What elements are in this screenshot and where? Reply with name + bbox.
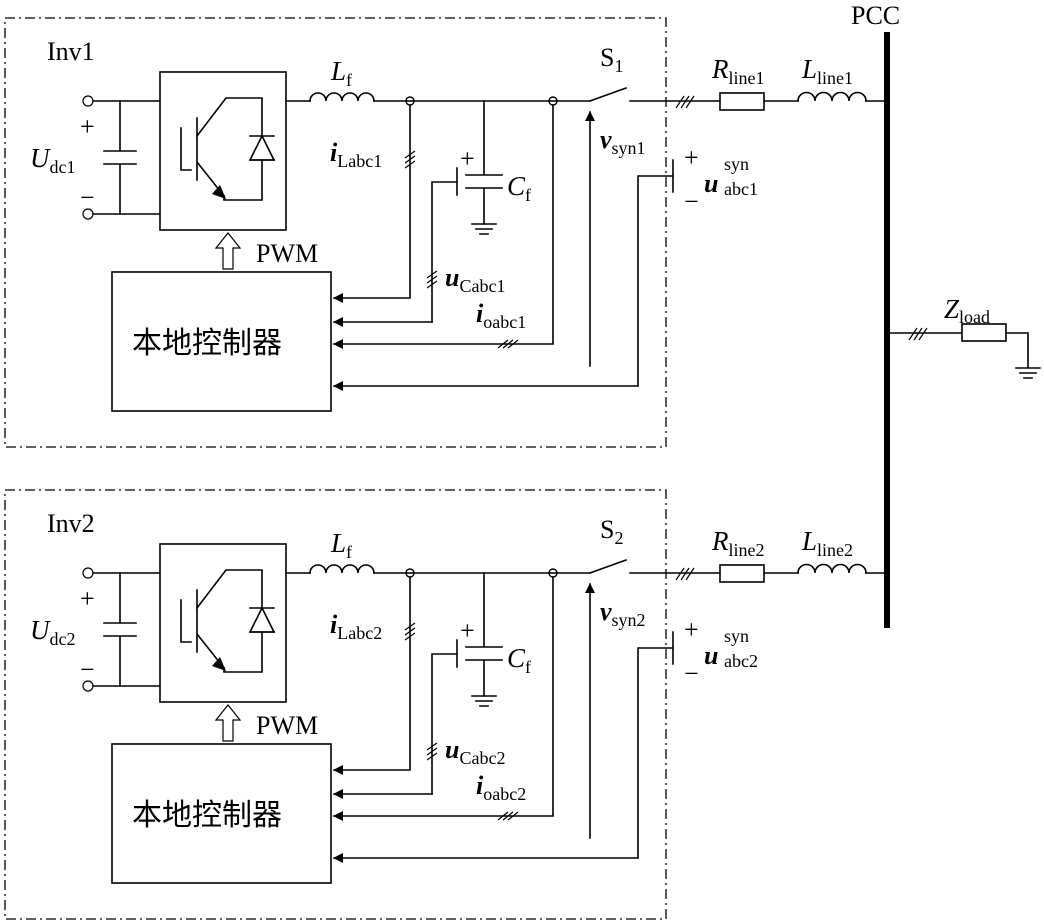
sync-signal-label: vsyn2 xyxy=(600,597,646,630)
line-resistance-label: Rline1 xyxy=(711,54,765,88)
inverter1-labels: Inv1Udc1+−LfiLabc1+CfuCabc1ioabc1S1vsyn1… xyxy=(30,37,853,360)
inductor-current-label: iLabc2 xyxy=(330,610,382,643)
pwm-label: PWM xyxy=(256,239,318,268)
switch-label: S1 xyxy=(600,43,623,76)
syn-minus-sign: − xyxy=(684,187,699,216)
sync-signal-label: vsyn1 xyxy=(600,125,646,158)
filter-inductor-label: Lf xyxy=(330,56,352,90)
syn-plus-sign: + xyxy=(684,615,699,644)
cap-plus-sign: + xyxy=(460,616,475,645)
capacitor-voltage-label: uCabc1 xyxy=(445,263,505,296)
load-branch xyxy=(886,323,1041,379)
capacitor-voltage-label: uCabc2 xyxy=(445,735,505,768)
line-resistance-label: Rline2 xyxy=(711,526,765,560)
controller-label: 本地控制器 xyxy=(132,327,282,360)
dc-voltage-label: Udc1 xyxy=(30,143,76,177)
inverter-name: Inv1 xyxy=(47,37,95,66)
inverter2-labels: Inv2Udc2+−LfiLabc2+CfuCabc2ioabc2S2vsyn2… xyxy=(30,509,853,832)
pwm-label: PWM xyxy=(256,711,318,740)
load-label: Zload xyxy=(944,294,990,327)
inverter-name: Inv2 xyxy=(47,509,95,538)
dc-minus-sign: − xyxy=(80,183,95,212)
output-current-label: ioabc2 xyxy=(476,771,526,804)
dc-minus-sign: − xyxy=(80,655,95,684)
output-current-label: ioabc1 xyxy=(476,299,526,332)
controller-label: 本地控制器 xyxy=(132,799,282,832)
line-inductance-label: Lline2 xyxy=(801,526,853,560)
cap-plus-sign: + xyxy=(460,144,475,173)
pcc-label: PCC xyxy=(851,1,900,30)
dc-voltage-label: Udc2 xyxy=(30,615,76,649)
filter-inductor-label: Lf xyxy=(330,528,352,562)
inductor-current-label: iLabc1 xyxy=(330,138,382,171)
dc-plus-sign: + xyxy=(80,584,95,613)
filter-capacitor-label: Cf xyxy=(507,643,531,677)
line-inductance-label: Lline1 xyxy=(801,54,853,88)
switch-label: S2 xyxy=(600,515,623,548)
syn-plus-sign: + xyxy=(684,143,699,172)
dc-plus-sign: + xyxy=(80,112,95,141)
syn-minus-sign: − xyxy=(684,659,699,688)
filter-capacitor-label: Cf xyxy=(507,171,531,205)
